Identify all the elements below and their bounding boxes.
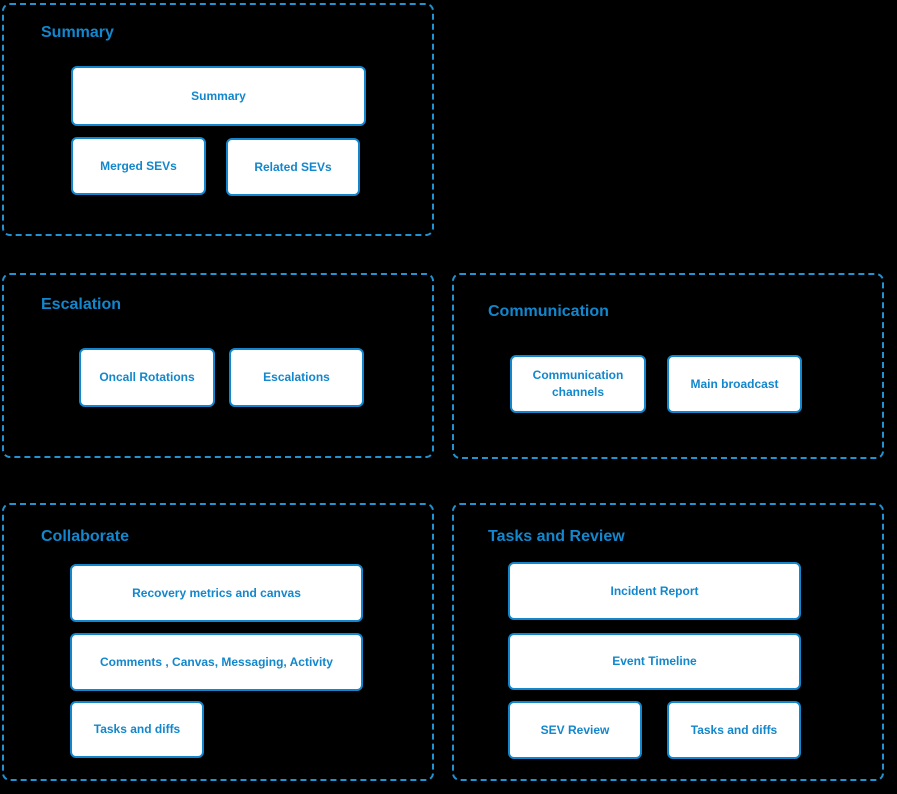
section-summary: Summary Summary Merged SEVs Related SEVs	[2, 3, 434, 236]
node-summary[interactable]: Summary	[71, 66, 366, 126]
node-comments-canvas-messaging-activity[interactable]: Comments , Canvas, Messaging, Activity	[70, 633, 363, 691]
node-oncall-rotations[interactable]: Oncall Rotations	[79, 348, 215, 407]
node-recovery-metrics-and-canvas[interactable]: Recovery metrics and canvas	[70, 564, 363, 622]
node-communication-channels[interactable]: Communication channels	[510, 355, 646, 413]
section-escalation: Escalation Oncall Rotations Escalations	[2, 273, 434, 458]
section-title-communication: Communication	[488, 303, 609, 320]
node-event-timeline[interactable]: Event Timeline	[508, 633, 801, 690]
node-merged-sevs[interactable]: Merged SEVs	[71, 137, 206, 195]
node-tasks-and-diffs-review[interactable]: Tasks and diffs	[667, 701, 801, 759]
section-title-tasks-and-review: Tasks and Review	[488, 528, 625, 545]
node-tasks-and-diffs-collaborate[interactable]: Tasks and diffs	[70, 701, 204, 758]
node-incident-report[interactable]: Incident Report	[508, 562, 801, 620]
section-title-summary: Summary	[41, 24, 114, 41]
node-escalations[interactable]: Escalations	[229, 348, 364, 407]
node-sev-review[interactable]: SEV Review	[508, 701, 642, 759]
section-title-escalation: Escalation	[41, 296, 122, 313]
section-communication: Communication Communication channels Mai…	[452, 273, 884, 459]
section-collaborate: Collaborate Recovery metrics and canvas …	[2, 503, 434, 781]
section-tasks-and-review: Tasks and Review Incident Report Event T…	[452, 503, 884, 781]
section-title-collaborate: Collaborate	[41, 528, 130, 545]
node-main-broadcast[interactable]: Main broadcast	[667, 355, 802, 413]
node-related-sevs[interactable]: Related SEVs	[226, 138, 360, 196]
